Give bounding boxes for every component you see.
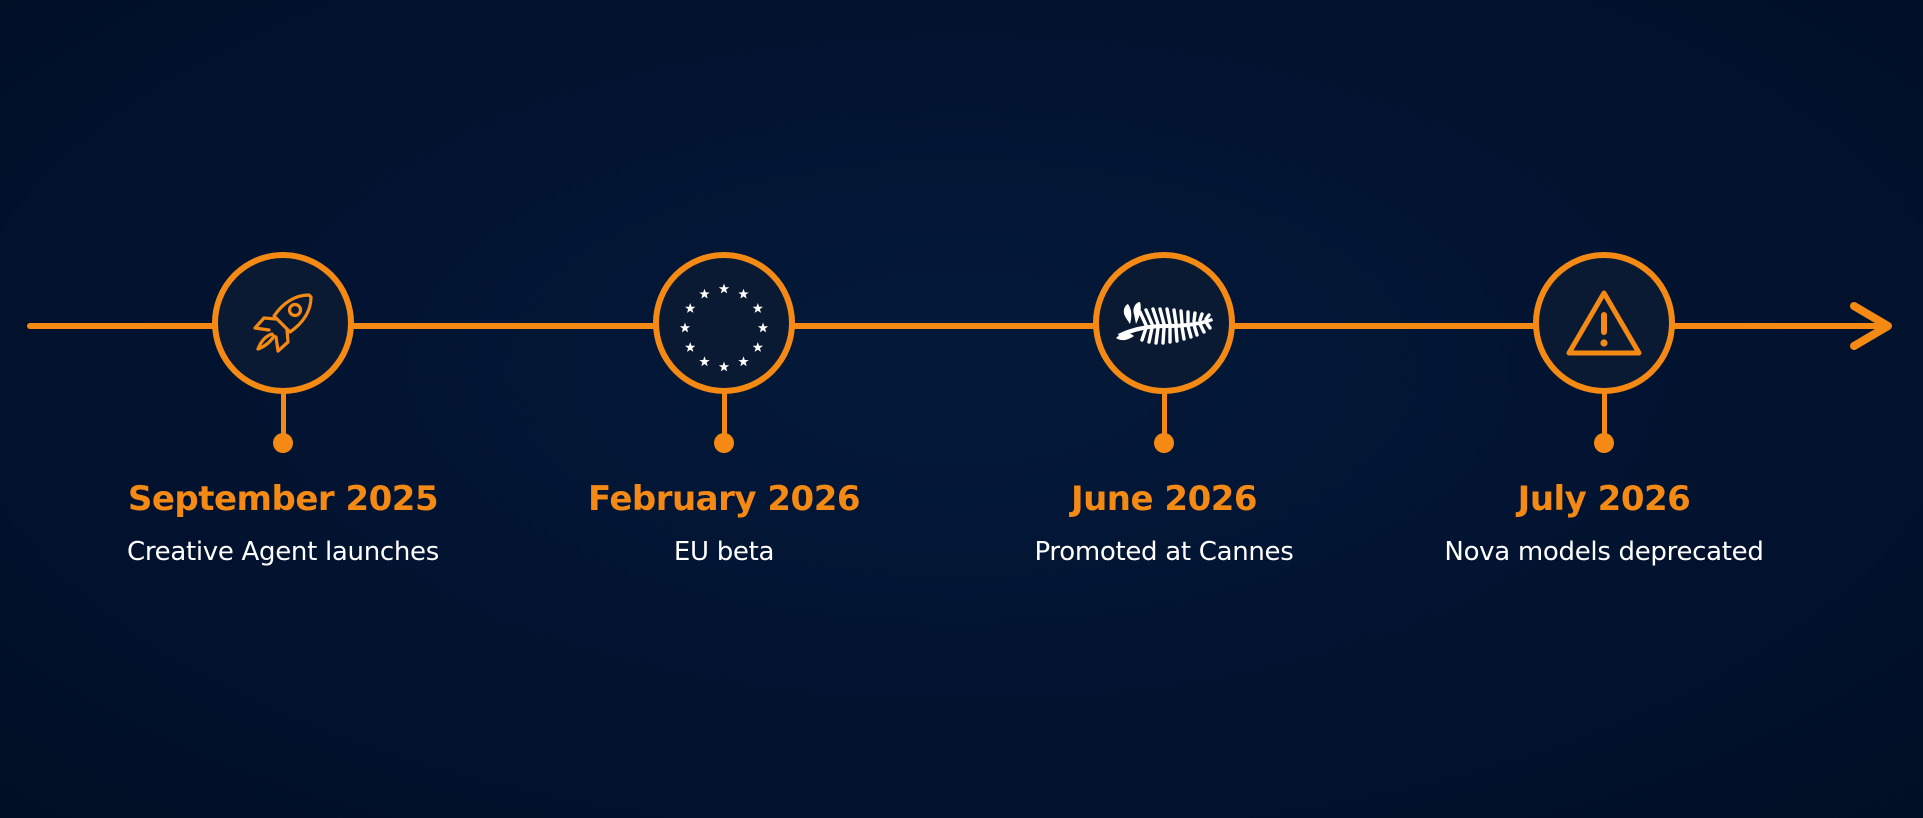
event-description: Creative Agent launches <box>126 537 440 567</box>
event-connector <box>721 392 727 436</box>
rocket-icon <box>253 293 313 353</box>
event-connector <box>280 392 286 436</box>
event-dot <box>1154 433 1174 453</box>
event-connector <box>1601 392 1607 436</box>
event-node <box>212 252 354 394</box>
event-date: June 2026 <box>1070 479 1258 519</box>
arrow-head-icon <box>1850 302 1892 350</box>
event-date: September 2025 <box>127 479 439 519</box>
event-description: Nova models deprecated <box>1444 537 1764 567</box>
timeline-axis <box>27 323 1887 329</box>
event-dot <box>714 433 734 453</box>
event-dot <box>1594 433 1614 453</box>
event-description: EU beta <box>673 537 775 567</box>
warning-icon <box>1566 290 1642 356</box>
event-node <box>653 252 795 394</box>
eu-stars-icon <box>679 283 769 372</box>
palm-leaf-icon <box>1116 302 1213 345</box>
event-description: Promoted at Cannes <box>1034 537 1294 567</box>
event-connector <box>1161 392 1167 436</box>
event-node <box>1533 252 1675 394</box>
event-date: July 2026 <box>1517 479 1691 519</box>
event-node <box>1093 252 1235 394</box>
event-date: February 2026 <box>587 479 861 519</box>
event-dot <box>273 433 293 453</box>
